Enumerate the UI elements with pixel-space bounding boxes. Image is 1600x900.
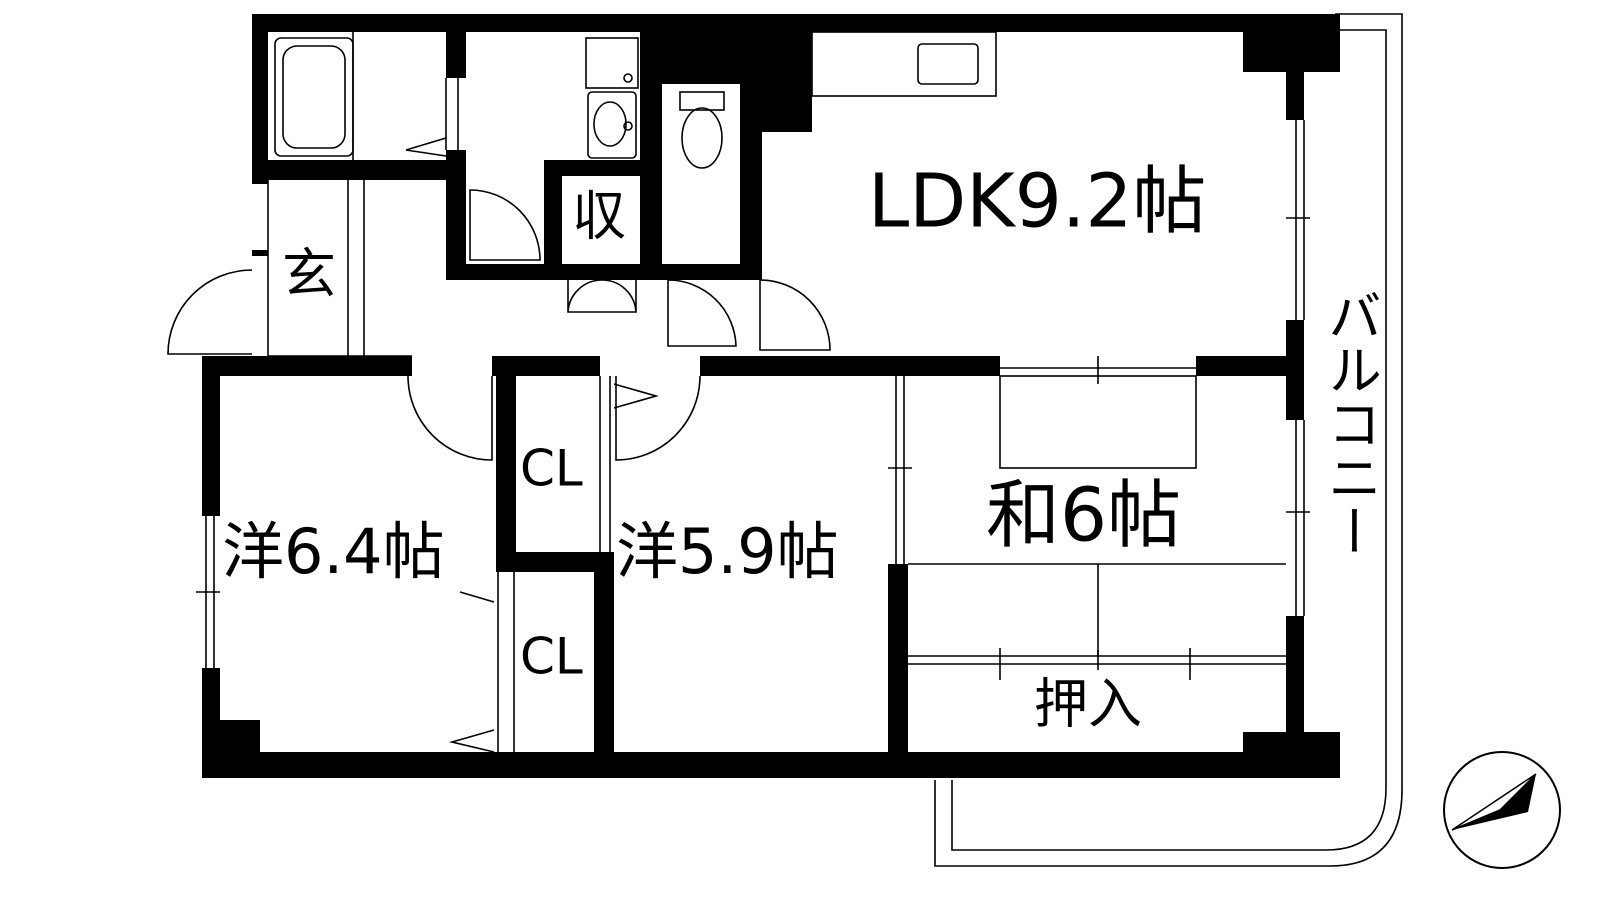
room-labels: LDK9.2帖 洋6.4帖 洋5.9帖 和6帖 玄 収 CL CL 押入 バルコ… — [222, 159, 1381, 736]
western-room-a-label: 洋6.4帖 — [222, 515, 445, 588]
closet-b-label: CL — [520, 628, 583, 686]
ldk-label: LDK9.2帖 — [868, 159, 1206, 245]
balcony-label: バルコニー — [1318, 288, 1381, 558]
japanese-room-label: 和6帖 — [986, 473, 1181, 559]
door-swings — [167, 189, 831, 461]
entrance-label: 玄 — [282, 243, 336, 306]
closet-a-label: CL — [520, 440, 583, 498]
interior-walls — [202, 32, 1304, 752]
north-arrow-icon — [1443, 751, 1561, 869]
balcony-outline — [934, 13, 1403, 867]
western-room-b-label: 洋5.9帖 — [616, 515, 839, 588]
oshiire-label: 押入 — [1034, 673, 1142, 736]
fixtures — [196, 31, 1310, 753]
storage-label: 収 — [572, 185, 626, 248]
